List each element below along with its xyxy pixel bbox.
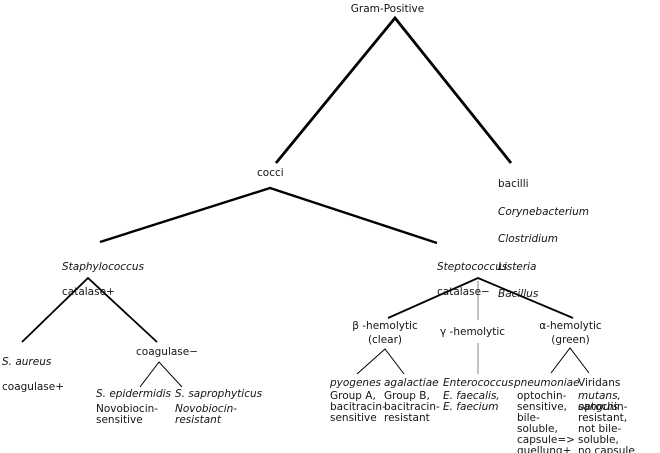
node-staphylococcus: Staphylococcus catalase+ <box>62 249 144 310</box>
streptococcus-test: catalase− <box>437 285 490 298</box>
pyogenes-trait: Group A, bacitracin- sensitive <box>330 390 386 424</box>
node-s-aureus: S. aureus coagulase+ <box>2 344 64 405</box>
s-saprophyticus-trait: Novobiocin- resistant <box>175 403 238 426</box>
node-agalactiae: agalactiae <box>384 377 439 389</box>
genus-listeria: Listeria <box>498 260 537 273</box>
branch-cocci-to-staph-strep <box>99 186 438 245</box>
node-gram-positive: Gram-Positive <box>350 3 425 15</box>
genus-corynebacterium: Corynebacterium <box>498 205 589 218</box>
viridans-species: mutans, sanguis <box>578 390 621 413</box>
node-gamma-hemolytic: γ -hemolytic <box>440 326 506 338</box>
pneumoniae-trait: optochin- sensitive, bile- soluble, caps… <box>517 390 575 453</box>
node-alpha-hemolytic: α-hemolytic (green) <box>539 320 602 346</box>
staphylococcus-test: catalase+ <box>62 285 115 298</box>
node-coagulase-negative: coagulase− <box>136 346 199 358</box>
agalactiae-trait: Group B, bacitracin- resistant <box>384 390 440 424</box>
genus-clostridium: Clostridium <box>498 233 558 245</box>
branch-alpha-to-species <box>550 347 590 374</box>
branch-coagneg-to-species <box>139 361 183 388</box>
branch-strep-to-beta-alpha <box>387 277 574 319</box>
staphylococcus-name: Staphylococcus <box>62 261 144 273</box>
node-s-saprophyticus: S. saprophyticus <box>175 388 263 400</box>
branch-staph-to-aureus-coagneg <box>21 276 158 343</box>
branch-root-to-cocci-bacilli <box>274 15 513 164</box>
streptococcus-name: Steptococcus <box>437 261 508 273</box>
viridans-trait: optochin- resistant, not bile-soluble, n… <box>578 401 635 453</box>
node-cocci: cocci <box>257 167 284 179</box>
node-bacilli: bacilli Corynebacterium Clostridium List… <box>498 165 589 315</box>
node-viridans: Viridans <box>578 377 621 389</box>
bacilli-label: bacilli <box>498 178 529 190</box>
s-epidermidis-trait: Novobiocin- sensitive <box>96 403 159 426</box>
s-aureus-name: S. aureus <box>2 356 52 368</box>
genus-bacillus: Bacillus <box>498 288 539 300</box>
branch-beta-to-species <box>356 348 405 375</box>
node-beta-hemolytic: β -hemolytic (clear) <box>352 320 418 346</box>
node-s-epidermidis: S. epidermidis <box>96 388 172 400</box>
s-aureus-trait: coagulase+ <box>2 380 65 393</box>
node-enterococcus: Enterococcus <box>443 377 514 389</box>
node-pyogenes: pyogenes <box>330 377 382 389</box>
node-streptococcus: Steptococcus catalase− <box>437 249 507 310</box>
enterococcus-species: E. faecalis, E. faecium <box>443 390 500 413</box>
node-pneumoniae: pneumoniae <box>514 377 580 389</box>
